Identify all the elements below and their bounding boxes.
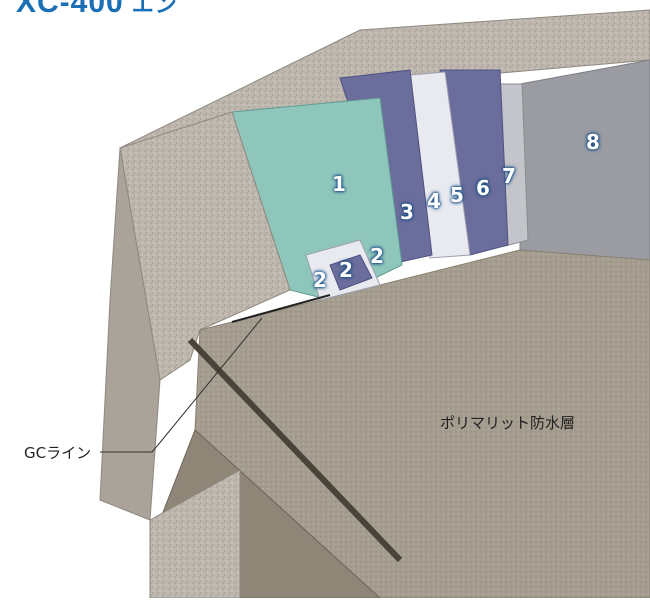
parapet-side: [99, 147, 161, 521]
number-2c: 2: [370, 244, 384, 268]
page-title: XC-400 エン: [16, 0, 178, 20]
number-3: 3: [400, 200, 414, 224]
membrane-label: ポリマリット防水層: [440, 414, 576, 432]
gc-leader: [151, 317, 263, 453]
number-6: 6: [476, 176, 490, 200]
gc-wire: [231, 294, 331, 323]
sheet-8: [519, 59, 650, 271]
title-text: XC-400: [16, 0, 124, 19]
patch-2b: [329, 254, 373, 291]
number-1: 1: [332, 172, 346, 196]
number-7: 7: [502, 164, 516, 188]
number-2a: 2: [313, 268, 327, 292]
title-subtext: エン: [131, 0, 178, 17]
number-2b: 2: [339, 258, 353, 282]
number-5: 5: [450, 183, 464, 207]
gc-line-label: GCライン: [24, 444, 92, 462]
number-4: 4: [427, 189, 441, 213]
dark-edge: [187, 337, 403, 563]
number-8: 8: [586, 130, 600, 154]
